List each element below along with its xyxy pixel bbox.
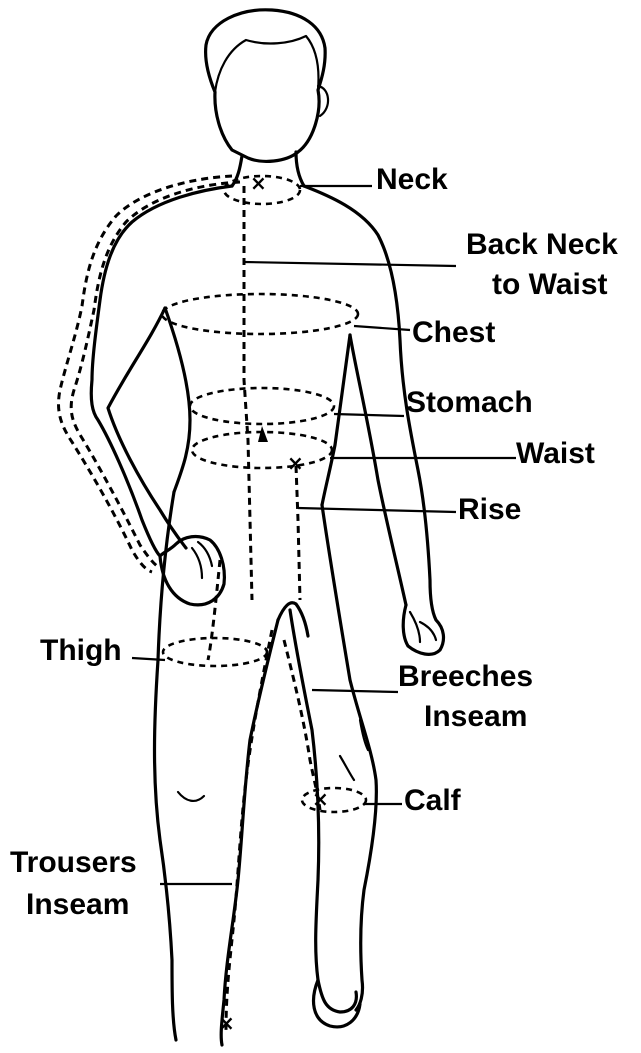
right-leg-outer	[322, 505, 376, 1010]
thigh-ellipse	[163, 638, 267, 666]
right-hand-fingers	[410, 612, 436, 642]
leader-lines	[132, 186, 516, 884]
chest-leader	[354, 326, 410, 330]
rise-line	[296, 466, 300, 600]
stomach-leader	[334, 414, 404, 416]
trousers-label-line1: Trousers	[10, 846, 137, 879]
waist-marker: ×	[287, 451, 304, 475]
breeches-label-line1: Breeches	[398, 660, 533, 693]
breeches-inseam-line	[284, 640, 320, 810]
center-arrow	[258, 426, 268, 442]
thigh-leader	[132, 658, 165, 660]
chest-ellipse	[162, 294, 358, 334]
fist-knuckles	[192, 542, 212, 578]
rise-label: Rise	[458, 493, 521, 526]
neck-label: Neck	[376, 163, 448, 196]
left-fist	[160, 537, 224, 605]
left-inner-arm	[108, 308, 186, 548]
neck-outline-right	[296, 152, 304, 186]
chest-label: Chest	[412, 316, 495, 349]
sleeve-length-line	[71, 182, 240, 568]
back-neck-label-line2: to Waist	[492, 268, 608, 301]
right-arm-outline	[304, 186, 443, 654]
left-leg-dash-inner	[208, 560, 220, 660]
hair-line	[215, 36, 319, 92]
back-neck-label-line1: Back Neck	[466, 228, 618, 261]
trousers-label-line2: Inseam	[26, 888, 129, 921]
right-knee-mark	[340, 756, 354, 780]
breeches-leader	[312, 690, 398, 692]
back-neck-leader	[244, 262, 456, 266]
trousers-inseam-line	[226, 630, 272, 1030]
thigh-label: Thigh	[40, 634, 122, 667]
calf-marker: ×	[312, 787, 329, 811]
right-inner-arm	[350, 335, 406, 605]
head-outline	[206, 10, 326, 162]
left-knee-mark	[178, 792, 204, 801]
stomach-ellipse	[190, 388, 334, 424]
waist-label: Waist	[516, 437, 595, 470]
calf-label: Calf	[404, 784, 462, 817]
neck-marker: ×	[250, 171, 267, 195]
left-leg-inner	[221, 620, 278, 1045]
ankle-marker: ×	[218, 1011, 235, 1035]
breeches-label-line2: Inseam	[424, 700, 527, 733]
center-vertical-line	[244, 186, 252, 600]
left-leg-outer	[155, 492, 177, 1040]
stomach-label: Stomach	[406, 386, 533, 419]
torso-left-side	[165, 308, 190, 492]
sleeve-length-line-outer	[59, 176, 233, 572]
torso-right-side	[322, 335, 350, 505]
